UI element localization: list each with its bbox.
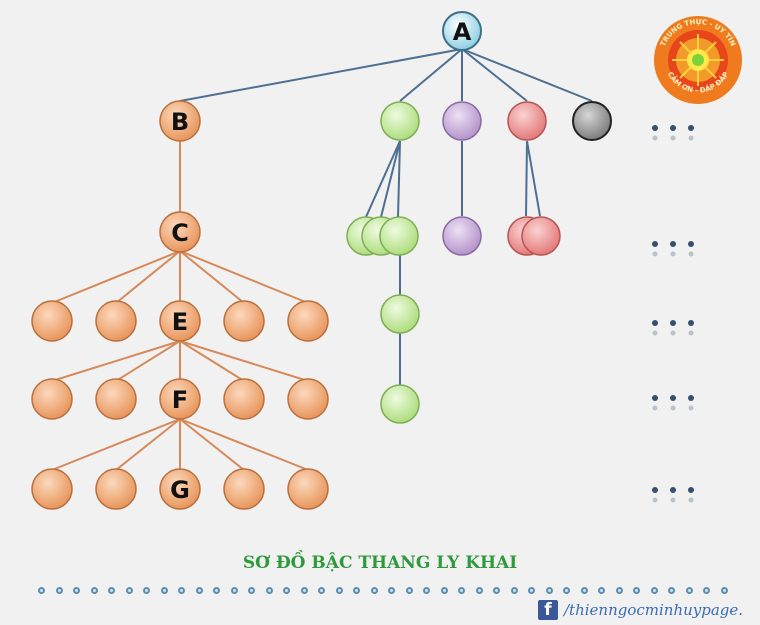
- orange-branch-labels: B C E F G: [170, 108, 190, 504]
- node-g: G: [170, 476, 190, 504]
- gray-node: [572, 101, 612, 141]
- facebook-icon: f: [538, 600, 558, 620]
- diagram-caption: SƠ ĐỒ BẬC THANG LY KHAI: [242, 553, 518, 573]
- ellipsis-row-2: [652, 241, 694, 247]
- ellipsis-row-3: [652, 320, 694, 326]
- continuation-markers: [652, 125, 694, 493]
- facebook-page-name: /thienngocminhuypage.: [564, 601, 744, 619]
- footer-dot-divider: [38, 583, 728, 597]
- facebook-page-link[interactable]: f /thienngocminhuypage.: [538, 600, 743, 620]
- node-e: E: [172, 308, 188, 336]
- node-f: F: [172, 386, 188, 414]
- orange-branch-connectors: [51, 141, 309, 471]
- continuation-shadows: [652, 135, 694, 503]
- purple-branch: [442, 101, 482, 256]
- node-b: B: [171, 108, 189, 136]
- node-a: A: [442, 11, 482, 51]
- ellipsis-row-5: [652, 487, 694, 493]
- ellipsis-row-1: [652, 125, 694, 131]
- orange-branch: [31, 100, 329, 510]
- company-seal-logo: TRUNG THỰC - UY TÍN CẢM ƠN - ĐÁP ĐÁP: [654, 16, 742, 104]
- green-branch: [346, 101, 420, 424]
- top-level-connectors: [179, 48, 593, 385]
- node-c: C: [171, 219, 189, 247]
- svg-text:A: A: [453, 18, 472, 46]
- ellipsis-row-4: [652, 395, 694, 401]
- red-branch: [507, 101, 561, 256]
